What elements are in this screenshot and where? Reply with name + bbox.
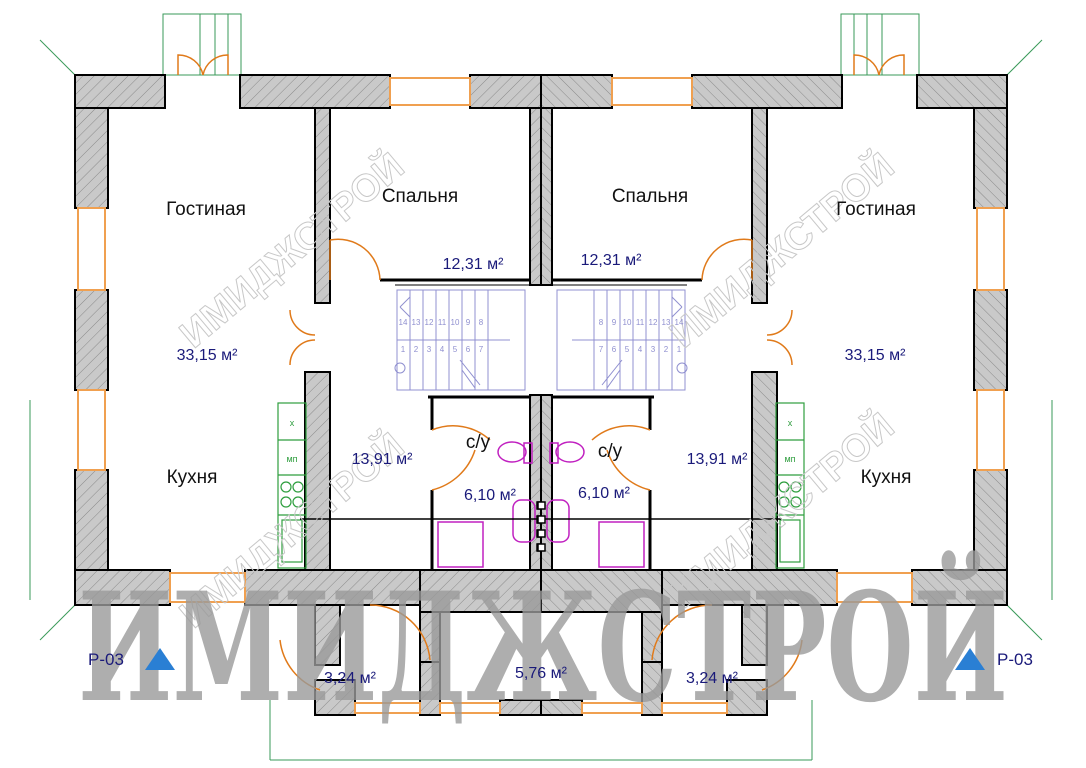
room-area-bedroom-right: 12,31 м² xyxy=(581,252,642,269)
watermark-diagonal: ИМИДЖСТРОЙ xyxy=(660,143,902,356)
room-name-bedroom-right: Спальня xyxy=(612,186,688,207)
room-area-hall-left: 13,91 м² xyxy=(352,451,413,468)
room-area-living-left: 33,15 м² xyxy=(177,347,238,364)
dishwasher-label-left: мп xyxy=(286,454,297,464)
stair-step-number: 6 xyxy=(466,345,471,354)
stair-step-number: 10 xyxy=(623,318,632,327)
stair-step-number: 2 xyxy=(664,345,669,354)
stair-step-number: 9 xyxy=(466,318,471,327)
sink-label-left: х xyxy=(290,418,295,428)
room-name-living-right: Гостиная xyxy=(836,199,916,220)
stair-step-number: 3 xyxy=(651,345,656,354)
room-name-bath-left: с/у xyxy=(466,432,491,453)
room-area-vestibule-left: 3,24 м² xyxy=(324,670,377,687)
room-name-bath-right: с/у xyxy=(598,441,623,462)
section-mark-left: Р-03 xyxy=(88,650,124,669)
stair-step-number: 1 xyxy=(401,345,406,354)
room-area-bath-left: 6,10 м² xyxy=(464,487,517,504)
sink-label-right: х xyxy=(788,418,793,428)
stair-step-number: 14 xyxy=(399,318,408,327)
stair-step-number: 3 xyxy=(427,345,432,354)
stair-step-number: 12 xyxy=(649,318,658,327)
stair-step-number: 14 xyxy=(675,318,684,327)
room-name-bedroom-left: Спальня xyxy=(382,186,458,207)
stair-step-number: 5 xyxy=(453,345,458,354)
stair-step-number: 8 xyxy=(479,318,484,327)
room-area-bedroom-left: 12,31 м² xyxy=(443,256,504,273)
stair-step-number: 7 xyxy=(599,345,604,354)
stair-step-number: 10 xyxy=(451,318,460,327)
stair-step-number: 13 xyxy=(662,318,671,327)
stair-step-number: 1 xyxy=(677,345,682,354)
stair-step-number: 2 xyxy=(414,345,419,354)
stair-step-number: 4 xyxy=(638,345,643,354)
room-area-vestibule-right: 3,24 м² xyxy=(686,670,739,687)
stair-step-number: 12 xyxy=(425,318,434,327)
stair-step-number: 7 xyxy=(479,345,484,354)
section-mark-right: Р-03 xyxy=(997,650,1033,669)
room-area-hall-right: 13,91 м² xyxy=(687,451,748,468)
watermark-diagonal: ИМИДЖСТРОЙ xyxy=(170,143,412,356)
stair-step-number: 8 xyxy=(599,318,604,327)
stair-step-number: 9 xyxy=(612,318,617,327)
room-area-porch: 5,76 м² xyxy=(515,665,568,682)
room-name-living-left: Гостиная xyxy=(166,199,246,220)
section-marker-icon xyxy=(145,648,175,670)
room-area-bath-right: 6,10 м² xyxy=(578,485,631,502)
room-name-kitchen-left: Кухня xyxy=(167,467,218,488)
stair-step-number: 4 xyxy=(440,345,445,354)
dishwasher-label-right: мп xyxy=(784,454,795,464)
stair-step-number: 11 xyxy=(636,318,645,327)
stair-step-number: 13 xyxy=(412,318,421,327)
watermark-logo: ИМИДЖСТРОЙ xyxy=(78,550,1008,736)
stair-step-number: 5 xyxy=(625,345,630,354)
stair-step-number: 6 xyxy=(612,345,617,354)
room-name-kitchen-right: Кухня xyxy=(861,467,912,488)
section-marker-icon xyxy=(955,648,985,670)
room-area-living-right: 33,15 м² xyxy=(845,347,906,364)
stair-step-number: 11 xyxy=(438,318,447,327)
